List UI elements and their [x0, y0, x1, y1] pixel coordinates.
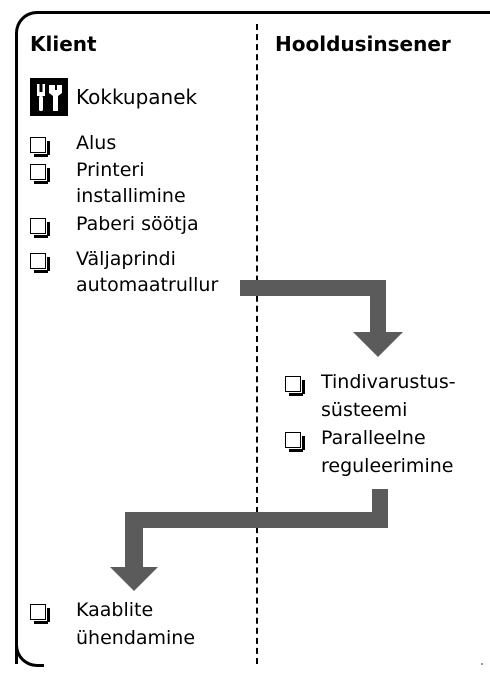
checkbox-icon — [30, 164, 50, 184]
checklist-item-cables: Kaablite ühendamine — [30, 597, 250, 653]
tools-icon — [30, 78, 68, 116]
checklist-item-ink-system: Tindivarustus- süsteemi — [285, 369, 485, 425]
column-header-client: Klient — [30, 32, 97, 56]
checkbox-icon — [30, 253, 50, 273]
checkbox-icon — [285, 432, 305, 452]
checklist-item-printer-install: Printeri installimine — [30, 157, 250, 213]
checklist-item-parallel-adjust: Paralleelne reguleerimine — [285, 425, 485, 481]
flow-arrow-to-client — [110, 489, 388, 591]
checklist-item-paper-feeder: Paberi söötja — [30, 211, 250, 241]
corner-mark — [481, 663, 483, 665]
checklist-item-alus: Alus — [30, 130, 250, 160]
panel-frame-corner — [15, 630, 44, 667]
checkbox-icon — [30, 218, 50, 238]
checkbox-icon — [30, 604, 50, 624]
checkbox-icon — [30, 137, 50, 157]
panel-frame — [15, 11, 490, 664]
assembly-label: Kokkupanek — [76, 85, 198, 109]
checklist-item-output-roller: Väljaprindi automaatrullur — [30, 246, 250, 302]
flow-arrow-to-engineer — [240, 280, 403, 357]
column-divider — [256, 24, 258, 664]
column-header-engineer: Hooldusinsener — [275, 32, 451, 56]
assembly-heading: Kokkupanek — [30, 78, 197, 116]
checkbox-icon — [285, 376, 305, 396]
